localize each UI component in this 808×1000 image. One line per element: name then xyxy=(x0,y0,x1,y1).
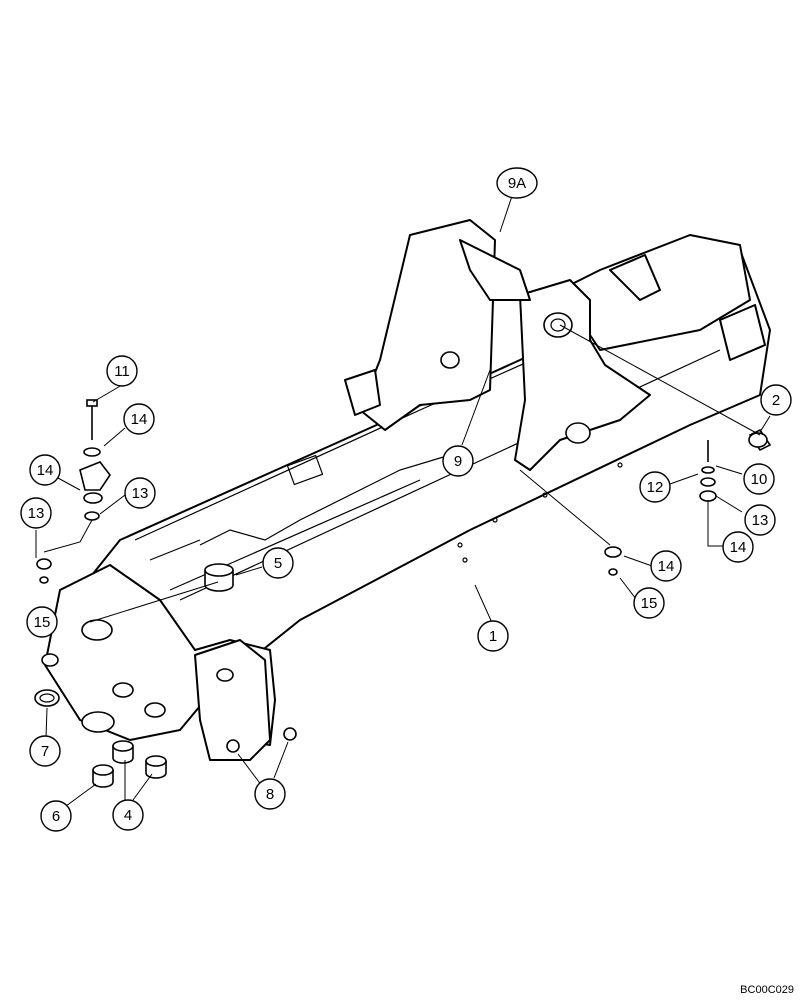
callout-14-lower: 14 xyxy=(650,550,682,582)
svg-text:15: 15 xyxy=(34,614,51,631)
svg-text:7: 7 xyxy=(41,743,49,760)
callout-4: 4 xyxy=(112,799,144,831)
callout-13-left: 13 xyxy=(20,497,52,529)
callout-14-right: 14 xyxy=(722,531,754,563)
callout-11: 11 xyxy=(106,355,138,387)
svg-text:14: 14 xyxy=(37,462,54,479)
callout-15-right: 15 xyxy=(633,587,665,619)
callout-2: 2 xyxy=(760,384,792,416)
svg-text:13: 13 xyxy=(132,485,149,502)
svg-text:9A: 9A xyxy=(508,175,526,192)
callout-5: 5 xyxy=(262,547,294,579)
svg-text:13: 13 xyxy=(28,505,45,522)
svg-text:12: 12 xyxy=(647,479,664,496)
svg-text:5: 5 xyxy=(274,555,282,572)
svg-text:9: 9 xyxy=(454,453,462,470)
svg-text:4: 4 xyxy=(124,807,132,824)
svg-text:10: 10 xyxy=(751,471,768,488)
svg-text:14: 14 xyxy=(658,558,675,575)
svg-text:11: 11 xyxy=(114,363,130,380)
svg-text:6: 6 xyxy=(52,808,60,825)
callouts: 9A 11 14 14 13 13 15 5 xyxy=(20,167,792,832)
callout-15-left: 15 xyxy=(26,606,58,638)
main-frame xyxy=(41,219,771,761)
callout-13-right: 13 xyxy=(744,504,776,536)
callout-9a: 9A xyxy=(496,167,538,199)
svg-text:14: 14 xyxy=(730,539,747,556)
callout-14-left: 14 xyxy=(29,454,61,486)
callout-13-mid: 13 xyxy=(124,477,156,509)
callout-12: 12 xyxy=(639,471,671,503)
document-code: BC00C029 xyxy=(740,984,794,996)
leader-lines xyxy=(35,195,771,807)
svg-text:15: 15 xyxy=(641,595,658,612)
callout-14-top: 14 xyxy=(123,403,155,435)
callout-8: 8 xyxy=(254,778,286,810)
svg-text:8: 8 xyxy=(266,786,274,803)
svg-text:14: 14 xyxy=(131,411,148,428)
callout-7: 7 xyxy=(29,735,61,767)
loose-parts xyxy=(34,399,772,788)
svg-text:13: 13 xyxy=(752,512,769,529)
callout-9: 9 xyxy=(442,445,474,477)
callout-10: 10 xyxy=(743,463,775,495)
svg-text:2: 2 xyxy=(772,392,780,409)
callout-6: 6 xyxy=(40,800,72,832)
svg-text:1: 1 xyxy=(489,628,497,645)
callout-1: 1 xyxy=(477,620,509,652)
